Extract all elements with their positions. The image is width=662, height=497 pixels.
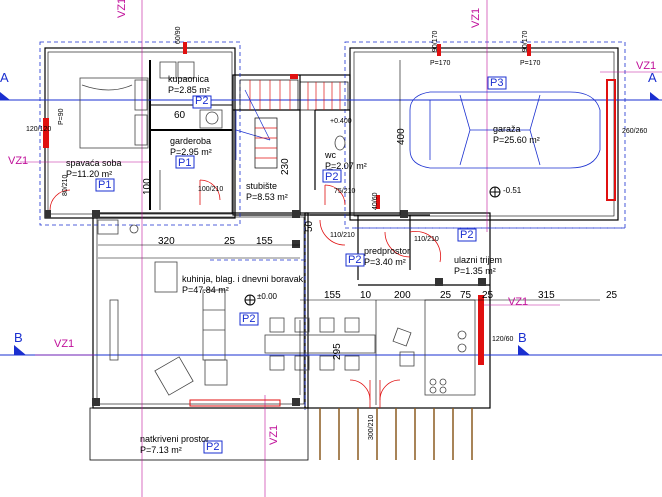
car: [409, 91, 601, 169]
dim-230: 230: [280, 158, 291, 175]
dim-25a: 25: [224, 236, 236, 247]
level-floor: ±0.00: [257, 292, 277, 301]
dim-10: 10: [360, 290, 372, 301]
opening-110-210a: 110/210: [330, 232, 355, 239]
section-b-left: B: [14, 330, 23, 345]
stairs: [235, 79, 349, 169]
opening-260: 260/260: [622, 128, 648, 135]
opening-60-90-top: 60/90: [175, 26, 182, 44]
projection-lines: [39, 41, 626, 410]
room-trijem: ulazni trijem P=1.35 m²: [454, 255, 503, 276]
room-predprostor: predprostor P=3.40 m²: [364, 246, 411, 267]
tag-kuhinja: P2: [242, 313, 256, 325]
tag-natkriveni: P2: [206, 441, 220, 453]
opening-p90: P=90: [58, 108, 65, 125]
vz1-right-top: VZ1: [636, 60, 657, 72]
tag-garaza: P3: [490, 77, 504, 89]
level-markers: [244, 186, 501, 306]
opening-100-210: 100/210: [198, 186, 224, 193]
dim-320: 320: [158, 236, 175, 247]
vz1-bottom: VZ1: [268, 424, 280, 445]
room-wc: wc P=2.07 m² P2: [325, 150, 367, 183]
deck: [319, 408, 473, 460]
dim-315: 315: [538, 290, 555, 301]
dim-25c: 25: [482, 290, 494, 301]
section-markers: [0, 92, 660, 355]
dim-25d: 25: [606, 290, 618, 301]
opening-garage-a: 90/170: [432, 30, 439, 52]
dimension-lines: [98, 60, 600, 395]
dim-25b: 25: [440, 290, 452, 301]
opening-75-210: 75/210: [334, 188, 356, 195]
bed: [79, 61, 223, 149]
room-garderoba: garderoba P=2.95 m² P1: [170, 136, 212, 169]
opening-p170a: P=170: [430, 60, 451, 67]
room-kupaonica: kupaonica P=2.85 m² P2: [168, 74, 210, 107]
vz1-left: VZ1: [8, 155, 29, 167]
room-natkriveni: natkriveni prostor P=7.13 m²: [140, 434, 210, 455]
level-stair: +0.400: [330, 118, 352, 125]
tag-trijem: P2: [460, 229, 474, 241]
vz1-b-right: VZ1: [508, 296, 529, 308]
room-spavaca: spavaća soba P=11.20 m² P1: [66, 158, 122, 191]
opening-120-120: 120/120: [26, 126, 52, 133]
opening-garage-b: 90/170: [522, 30, 529, 52]
level-garage: -0.51: [503, 186, 522, 195]
furniture: [97, 219, 476, 396]
room-tags: [95, 76, 507, 454]
opening-p170b: P=170: [520, 60, 541, 67]
room-garaza: garaža P=25.60 m²: [493, 124, 540, 145]
doors: [49, 179, 441, 408]
room-kuhinja: kuhinja, blag. i dnevni boravak P=47.84 …: [182, 274, 304, 295]
opening-120-60: 120/60: [492, 336, 514, 343]
section-b-right: B: [518, 330, 527, 345]
opening-80-210: 80/210: [62, 174, 69, 196]
dim-60: 60: [174, 110, 186, 121]
dim-200: 200: [394, 290, 411, 301]
dim-100: 100: [142, 178, 153, 195]
dim-295: 295: [332, 343, 343, 360]
opening-110-210b: 110/210: [414, 236, 439, 243]
section-a-left: A: [0, 70, 9, 85]
dim-155b: 155: [324, 290, 341, 301]
windows: [43, 42, 616, 407]
dim-50: 50: [304, 220, 315, 232]
vz1-top-right: VZ1: [470, 7, 482, 28]
vz1-b-left: VZ1: [54, 338, 75, 350]
opening-300-210: 300/210: [368, 414, 375, 440]
dim-155a: 155: [256, 236, 273, 247]
opening-40-60: 40/60: [372, 192, 379, 210]
dim-400: 400: [396, 128, 407, 145]
room-stubiste: stubište P=8.53 m²: [246, 181, 288, 202]
tag-predprostor: P2: [348, 254, 362, 266]
dim-75: 75: [460, 290, 472, 301]
section-a-right: A: [648, 70, 657, 85]
vz1-top-left: VZ1: [116, 0, 128, 18]
